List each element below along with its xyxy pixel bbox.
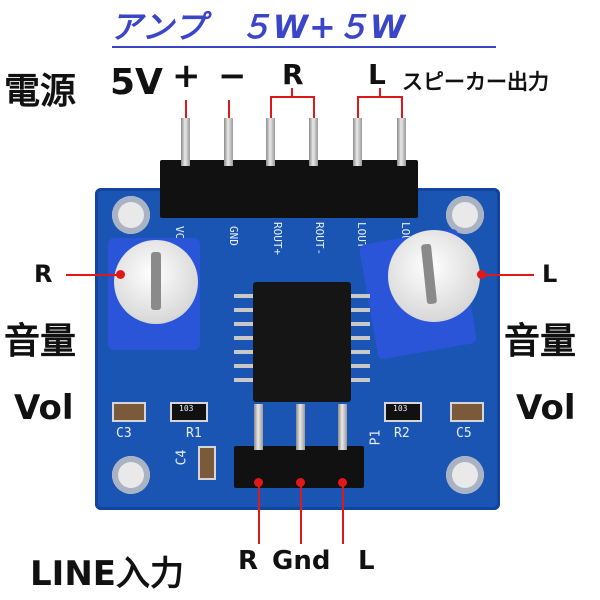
chip-leg (351, 378, 370, 382)
title-underline (112, 46, 496, 48)
marker-dot-line-gnd (296, 478, 305, 487)
pin-lout-minus (353, 118, 362, 166)
resistor-r1 (170, 402, 208, 422)
silk-rout-minus: ROUT- (313, 222, 326, 256)
plus-label: + (172, 56, 201, 96)
marker-line-l-stem (379, 88, 381, 97)
silk-gnd: GND (227, 226, 240, 246)
capacitor-c4 (198, 446, 216, 480)
pin-vcc (181, 118, 190, 166)
silk-r2: R2 (394, 426, 410, 441)
silk-p1: P1 (368, 429, 384, 446)
chip-leg (234, 308, 253, 312)
knob-slot-left (151, 252, 161, 310)
marker-line-r-stem (291, 88, 293, 97)
right-pot-channel-label: L (542, 260, 558, 288)
volume-en-label-right: Vol (516, 388, 576, 428)
capacitor-c3 (112, 402, 146, 422)
right-pot-marker-dot (477, 270, 486, 279)
left-pot-marker-dot (116, 270, 125, 279)
mounting-hole-bottom-right (446, 456, 484, 494)
marker-line-line-l (342, 482, 344, 544)
output-pin-header (160, 160, 418, 218)
line-gnd-label: Gnd (272, 546, 331, 576)
chip-leg (234, 336, 253, 340)
chip-leg (351, 364, 370, 368)
chip-leg (234, 350, 253, 354)
mounting-hole-top-left (112, 196, 150, 234)
right-pot-marker-line (482, 274, 534, 276)
chip-leg (351, 350, 370, 354)
power-label: 電源 (4, 71, 77, 112)
volume-en-label-left: Vol (14, 388, 74, 428)
pin-gnd (224, 118, 233, 166)
marker-bracket-r (270, 96, 315, 98)
pin-lout-plus (397, 118, 406, 166)
marker-line-plus (185, 100, 187, 122)
silk-r1: R1 (186, 426, 202, 441)
mounting-hole-top-right (446, 196, 484, 234)
pin-rout-plus (266, 118, 275, 166)
volume-jp-label-right: 音量 (504, 321, 577, 362)
silk-c3: C3 (116, 426, 132, 441)
capacitor-c5 (450, 402, 484, 422)
pin-line-r (254, 404, 263, 450)
left-pot-channel-label: R (34, 260, 53, 288)
volume-jp-label-left: 音量 (4, 321, 77, 362)
minus-label: − (218, 56, 247, 96)
resistor-r2 (384, 402, 422, 422)
chip-leg (234, 322, 253, 326)
pin-rout-minus (309, 118, 318, 166)
speaker-r-label: R (282, 58, 304, 91)
marker-line-r2 (313, 96, 315, 122)
chip-leg (351, 308, 370, 312)
marker-bracket-l (357, 96, 403, 98)
silk-r1-code: 103 (179, 404, 194, 413)
chip-leg (234, 378, 253, 382)
line-r-label: R (238, 546, 259, 576)
marker-line-l2 (401, 96, 403, 122)
left-pot-marker-line (66, 274, 120, 276)
pin-line-l (338, 404, 347, 450)
speaker-out-label: スピーカー出力 (402, 70, 549, 94)
voltage-label: 5V (110, 62, 163, 103)
chip-leg (234, 294, 253, 298)
chip-leg (234, 364, 253, 368)
chip-leg (351, 336, 370, 340)
marker-dot-line-r (254, 478, 263, 487)
marker-line-line-gnd (300, 482, 302, 544)
speaker-l-label: L (368, 58, 386, 91)
chip-leg (351, 294, 370, 298)
marker-dot-line-l (338, 478, 347, 487)
pin-line-gnd (296, 404, 305, 450)
silk-c5: C5 (456, 426, 472, 441)
silk-rout-plus: ROUT+ (271, 222, 284, 256)
line-l-label: L (358, 546, 375, 576)
silk-r2-code: 103 (393, 404, 408, 413)
page-title: アンプ ５W+５W (110, 8, 407, 46)
line-in-label: LINE入力 (30, 554, 184, 594)
marker-line-line-r (258, 482, 260, 544)
marker-line-r1 (270, 96, 272, 122)
chip-leg (351, 322, 370, 326)
silk-c4: C4 (174, 449, 190, 466)
mounting-hole-bottom-left (112, 456, 150, 494)
amplifier-chip (253, 282, 351, 402)
marker-line-l1 (357, 96, 359, 122)
marker-line-minus (228, 100, 230, 122)
